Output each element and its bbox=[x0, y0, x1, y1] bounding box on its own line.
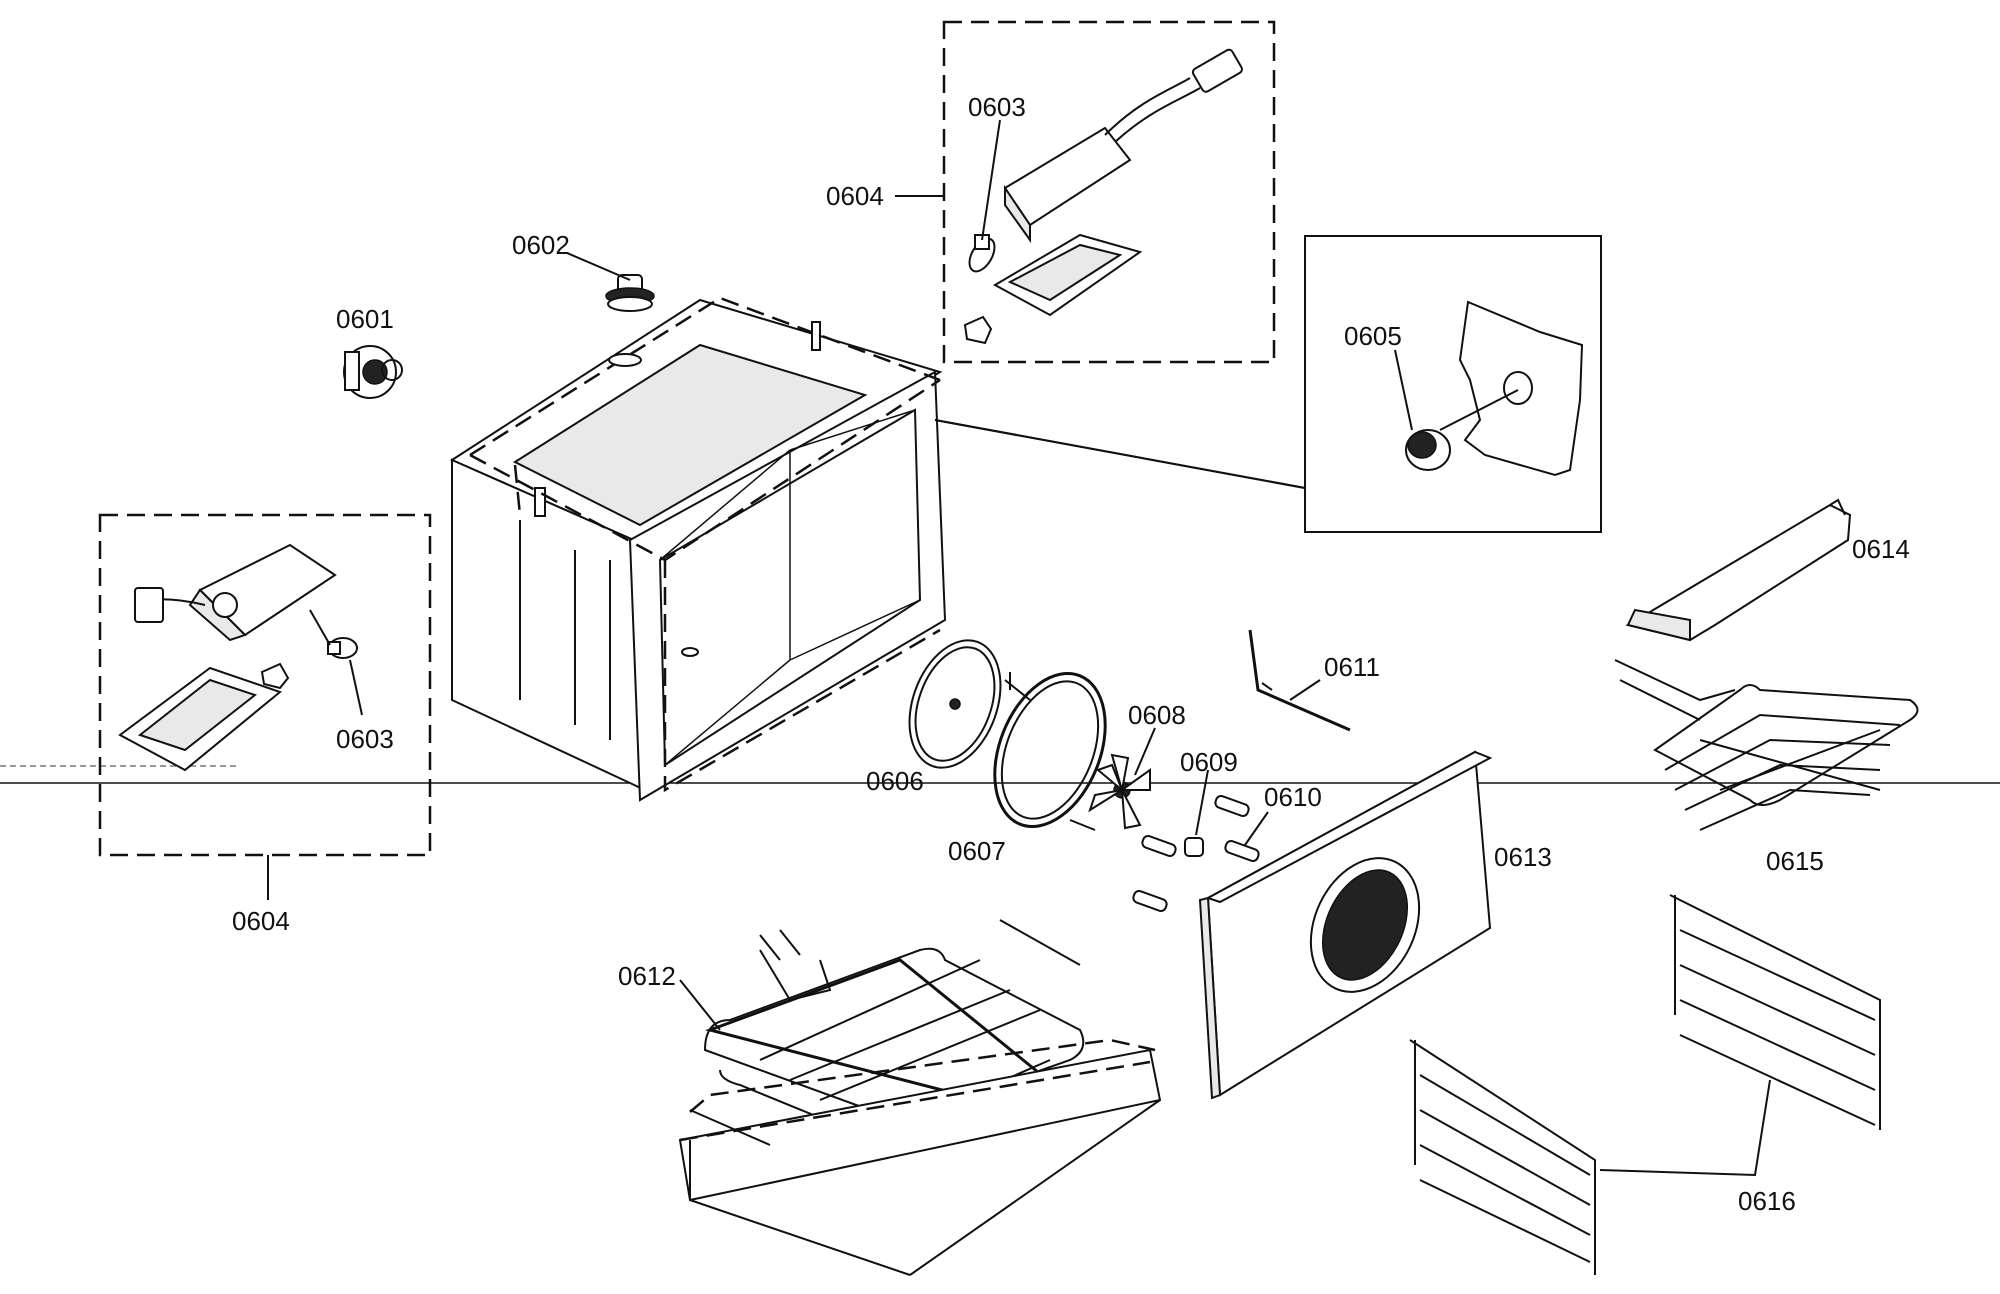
leader-0610 bbox=[1244, 811, 1269, 846]
callout-0614: 0614 bbox=[1852, 534, 1910, 564]
callout-0606: 0606 bbox=[866, 766, 924, 796]
fan-cover-0606 bbox=[908, 639, 1002, 769]
lamp-kit-box-left bbox=[98, 513, 432, 857]
leader-0616 bbox=[1599, 1079, 1771, 1177]
lamp-glass-left bbox=[118, 666, 283, 772]
callout-0607: 0607 bbox=[948, 836, 1006, 866]
leader-0609 bbox=[1195, 769, 1209, 836]
callout-0615: 0615 bbox=[1766, 846, 1824, 876]
leader-0603-left bbox=[349, 659, 363, 716]
lamp-kit-box-top bbox=[942, 20, 1276, 364]
rack-support-right bbox=[1669, 894, 1881, 1130]
callout-0604-top: 0604 bbox=[826, 181, 884, 211]
leader-0611 bbox=[1289, 679, 1321, 701]
leader-0608 bbox=[1134, 727, 1156, 776]
lamp-bulb-top bbox=[968, 234, 996, 273]
leader-0602 bbox=[566, 252, 631, 281]
callout-0613: 0613 bbox=[1494, 842, 1552, 872]
fan-blade-0608 bbox=[1088, 753, 1151, 830]
callout-0603-left: 0603 bbox=[336, 724, 394, 754]
fan-ring-0607 bbox=[993, 671, 1107, 831]
vent-knob-0602 bbox=[605, 274, 655, 312]
callout-0608: 0608 bbox=[1128, 700, 1186, 730]
lamp-clip-top bbox=[963, 315, 993, 345]
callout-0611: 0611 bbox=[1324, 652, 1380, 682]
lamp-housing-top bbox=[1003, 48, 1243, 244]
callout-0604-left: 0604 bbox=[232, 906, 290, 936]
callout-0602: 0602 bbox=[512, 230, 570, 260]
leader-0605 bbox=[1394, 349, 1413, 431]
knob-0605 bbox=[1405, 429, 1451, 471]
bottom-element-0612 bbox=[678, 919, 1162, 1276]
callout-0603-top: 0603 bbox=[968, 92, 1026, 122]
rack-support-left bbox=[1409, 1039, 1596, 1275]
fan-motor-0601 bbox=[343, 345, 403, 399]
pins-0610 bbox=[1132, 794, 1260, 913]
lamp-clip-left bbox=[260, 662, 290, 690]
lamp-bulb-left bbox=[327, 637, 358, 659]
lamp-glass-top bbox=[992, 233, 1143, 317]
oven-cavity bbox=[449, 296, 947, 802]
callout-0616: 0616 bbox=[1738, 1186, 1796, 1216]
nut-0609 bbox=[1184, 837, 1204, 857]
callout-0605: 0605 bbox=[1344, 321, 1402, 351]
lamp-housing-left bbox=[134, 543, 337, 642]
detail-box-0605 bbox=[1304, 235, 1602, 533]
callout-0612: 0612 bbox=[618, 961, 676, 991]
rod-0611 bbox=[1248, 629, 1351, 732]
callout-0609: 0609 bbox=[1180, 747, 1238, 777]
upper-shield-0614 bbox=[1625, 498, 1852, 642]
back-panel-0613 bbox=[1198, 750, 1493, 1100]
grill-element-0615 bbox=[1614, 659, 1919, 831]
leader-0612 bbox=[679, 979, 721, 1031]
callout-0601: 0601 bbox=[336, 304, 394, 334]
callout-0610: 0610 bbox=[1264, 782, 1322, 812]
leader-0603-top bbox=[981, 119, 1001, 241]
